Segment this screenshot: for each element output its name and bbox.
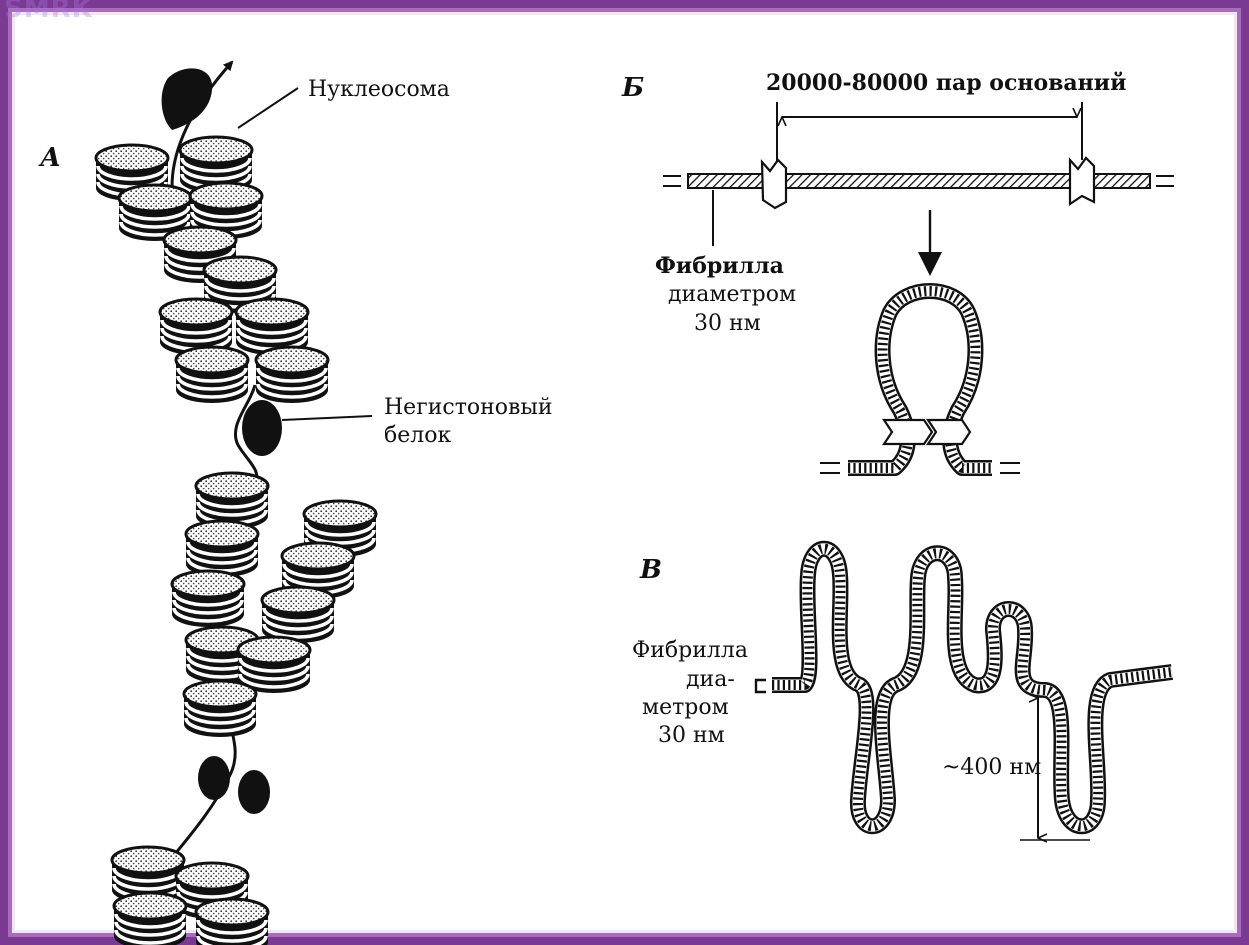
- nucleosome-disc: [172, 571, 244, 627]
- anchor-protein-left: [762, 160, 786, 208]
- nucleosome-disc: [114, 893, 186, 945]
- fibril-looped-domains: [772, 549, 1172, 827]
- fibril-v-bracket: [756, 680, 766, 692]
- nucleosome-disc: [186, 521, 258, 577]
- nonhistone-protein-lower-1: [198, 756, 230, 800]
- nucleosome-leader-line: [238, 88, 298, 128]
- anchor-protein-loop-left: [884, 420, 932, 444]
- panel-v-letter: В: [639, 555, 662, 585]
- nucleosome-label: Нуклеосома: [308, 77, 450, 102]
- base-pairs-label: 20000-80000 пар оснований: [766, 70, 1126, 96]
- nucleosome-disc: [196, 899, 268, 945]
- nonhistone-protein-middle: [242, 400, 282, 456]
- nonhistone-leader-line: [282, 416, 372, 420]
- nonhistone-label-line1: Негистоновый: [384, 395, 553, 420]
- fibril-v-label-line4: 30 нм: [658, 723, 725, 748]
- panel-b: Б 20000-80000 пар оснований Фибрилла диа…: [621, 70, 1174, 473]
- nonhistone-protein-lower-2: [238, 770, 270, 814]
- fibril-b-label-line1: Фибрилла: [655, 253, 784, 279]
- fibril-v-label-line2: диа-: [686, 667, 735, 692]
- fibril-b-label-line3: 30 нм: [694, 311, 761, 336]
- nucleosome-disc: [184, 681, 256, 737]
- panel-v: В Фибрилла диа- метром 30 нм ~400 нм: [632, 549, 1172, 840]
- panel-a: А Нуклеосома Негистоновый белок: [38, 62, 553, 945]
- fibril-v-label-line1: Фибрилла: [632, 638, 748, 663]
- loop-height-label: ~400 нм: [942, 755, 1041, 780]
- nucleosome-disc: [262, 587, 334, 643]
- nucleosome-group: [96, 137, 376, 945]
- panel-b-letter: Б: [621, 73, 644, 103]
- anchor-protein-loop-right: [928, 420, 970, 444]
- loop-formation-arrow-head: [918, 252, 942, 276]
- nucleosome-disc: [256, 347, 328, 403]
- fibril-b-label-line2: диаметром: [668, 282, 796, 307]
- anchor-protein-right: [1070, 158, 1094, 204]
- panel-a-letter: А: [38, 143, 61, 173]
- nonhistone-protein-top: [162, 68, 213, 130]
- nucleosome-disc: [176, 347, 248, 403]
- fibril-v-label-line3: метром: [642, 695, 729, 720]
- nonhistone-label-line2: белок: [384, 423, 451, 448]
